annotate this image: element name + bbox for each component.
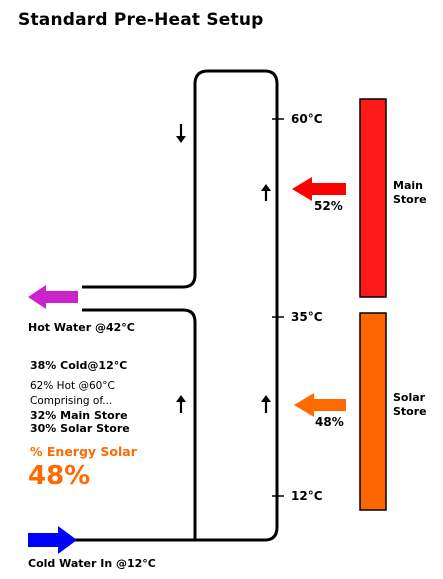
flow-up-arrow-right-bottom <box>261 395 271 413</box>
solar-store-tank <box>359 312 387 511</box>
solar-store-arrow <box>294 393 346 417</box>
mix-main-store-line: 32% Main Store <box>30 409 128 422</box>
flow-down-arrow <box>176 124 186 143</box>
page-title: Standard Pre-Heat Setup <box>18 10 264 30</box>
pipe-outer <box>63 69 279 542</box>
hot-water-label: Hot Water @42°C <box>28 321 135 334</box>
main-store-label-line2: Store <box>393 193 427 206</box>
mix-cold-line: 38% Cold@12°C <box>30 359 128 372</box>
mix-hot-line: 62% Hot @60°C <box>30 380 115 392</box>
pipe-inner <box>82 308 197 540</box>
solar-store-percent: 48% <box>315 415 344 429</box>
main-store-tank <box>359 98 387 298</box>
flow-up-arrow-left <box>176 395 186 413</box>
solar-store-label-line1: Solar <box>393 391 426 404</box>
hot-water-arrow <box>28 285 78 309</box>
cold-water-arrow <box>28 526 77 554</box>
main-store-percent: 52% <box>314 199 343 213</box>
energy-solar-label: % Energy Solar <box>30 444 137 459</box>
temp-label-top: 60°C <box>291 112 323 126</box>
temp-label-bottom: 12°C <box>291 489 323 503</box>
flow-up-arrow-right-top <box>261 184 271 201</box>
mix-solar-store-line: 30% Solar Store <box>30 422 130 435</box>
temp-label-mid: 35°C <box>291 310 323 324</box>
cold-water-label: Cold Water In @12°C <box>28 557 156 570</box>
main-store-label-line1: Main <box>393 179 423 192</box>
mix-comprising-line: Comprising of... <box>30 395 113 407</box>
solar-store-label-line2: Store <box>393 405 427 418</box>
main-store-arrow <box>292 177 346 201</box>
energy-solar-value: 48% <box>28 461 91 491</box>
